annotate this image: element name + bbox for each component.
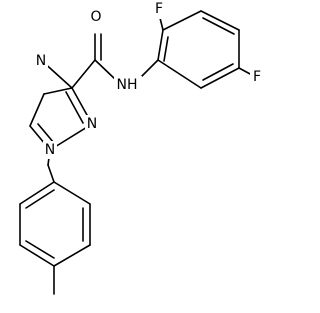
bond-n1-c5 [29, 93, 45, 127]
bond-ar1-5-double [202, 63, 234, 81]
oxygen-label: O [90, 9, 101, 25]
triazole-n-aryl-label: N [45, 142, 55, 158]
bonds [19, 10, 253, 295]
bond-n4-n1 [43, 87, 73, 95]
bond-c5-n2-double [37, 123, 55, 144]
bond-ar1-1 [157, 29, 164, 61]
triazole-n-top-label: N [36, 53, 46, 69]
bond-c3-n4-double [65, 91, 84, 124]
bond-ar1-2 [162, 10, 202, 31]
bond-ar2-6 [53, 181, 91, 205]
fluorine-right-label: F [253, 69, 261, 85]
chemical-structure-diagram: O NH F F N N N [19, 1, 264, 295]
bond-ar1-6 [157, 59, 202, 89]
bond-ar1-3 [200, 10, 240, 31]
bond-ar1-3-double [202, 17, 235, 35]
bond-ar2-1 [19, 181, 55, 205]
bond-n-tolyl-2 [47, 164, 55, 183]
triazole-n-right-label: N [87, 116, 97, 132]
atom-labels: O NH F F N N N [34, 1, 264, 159]
bond-ring-carbonyl [71, 59, 96, 89]
bond-c-f-right [238, 67, 253, 76]
bond-c-nh [94, 59, 117, 81]
bond-ar2-3-double [25, 240, 55, 259]
amide-nh-label: NH [117, 77, 138, 93]
bond-ar2-1-double [25, 189, 55, 209]
bond-ar1-5 [200, 67, 240, 89]
bond-ar2-4 [53, 244, 91, 267]
bond-c-f-top [159, 17, 164, 31]
bond-ar2-3 [19, 244, 55, 267]
bond-ar1-1-double [163, 36, 169, 62]
fluorine-top-label: F [155, 1, 163, 17]
